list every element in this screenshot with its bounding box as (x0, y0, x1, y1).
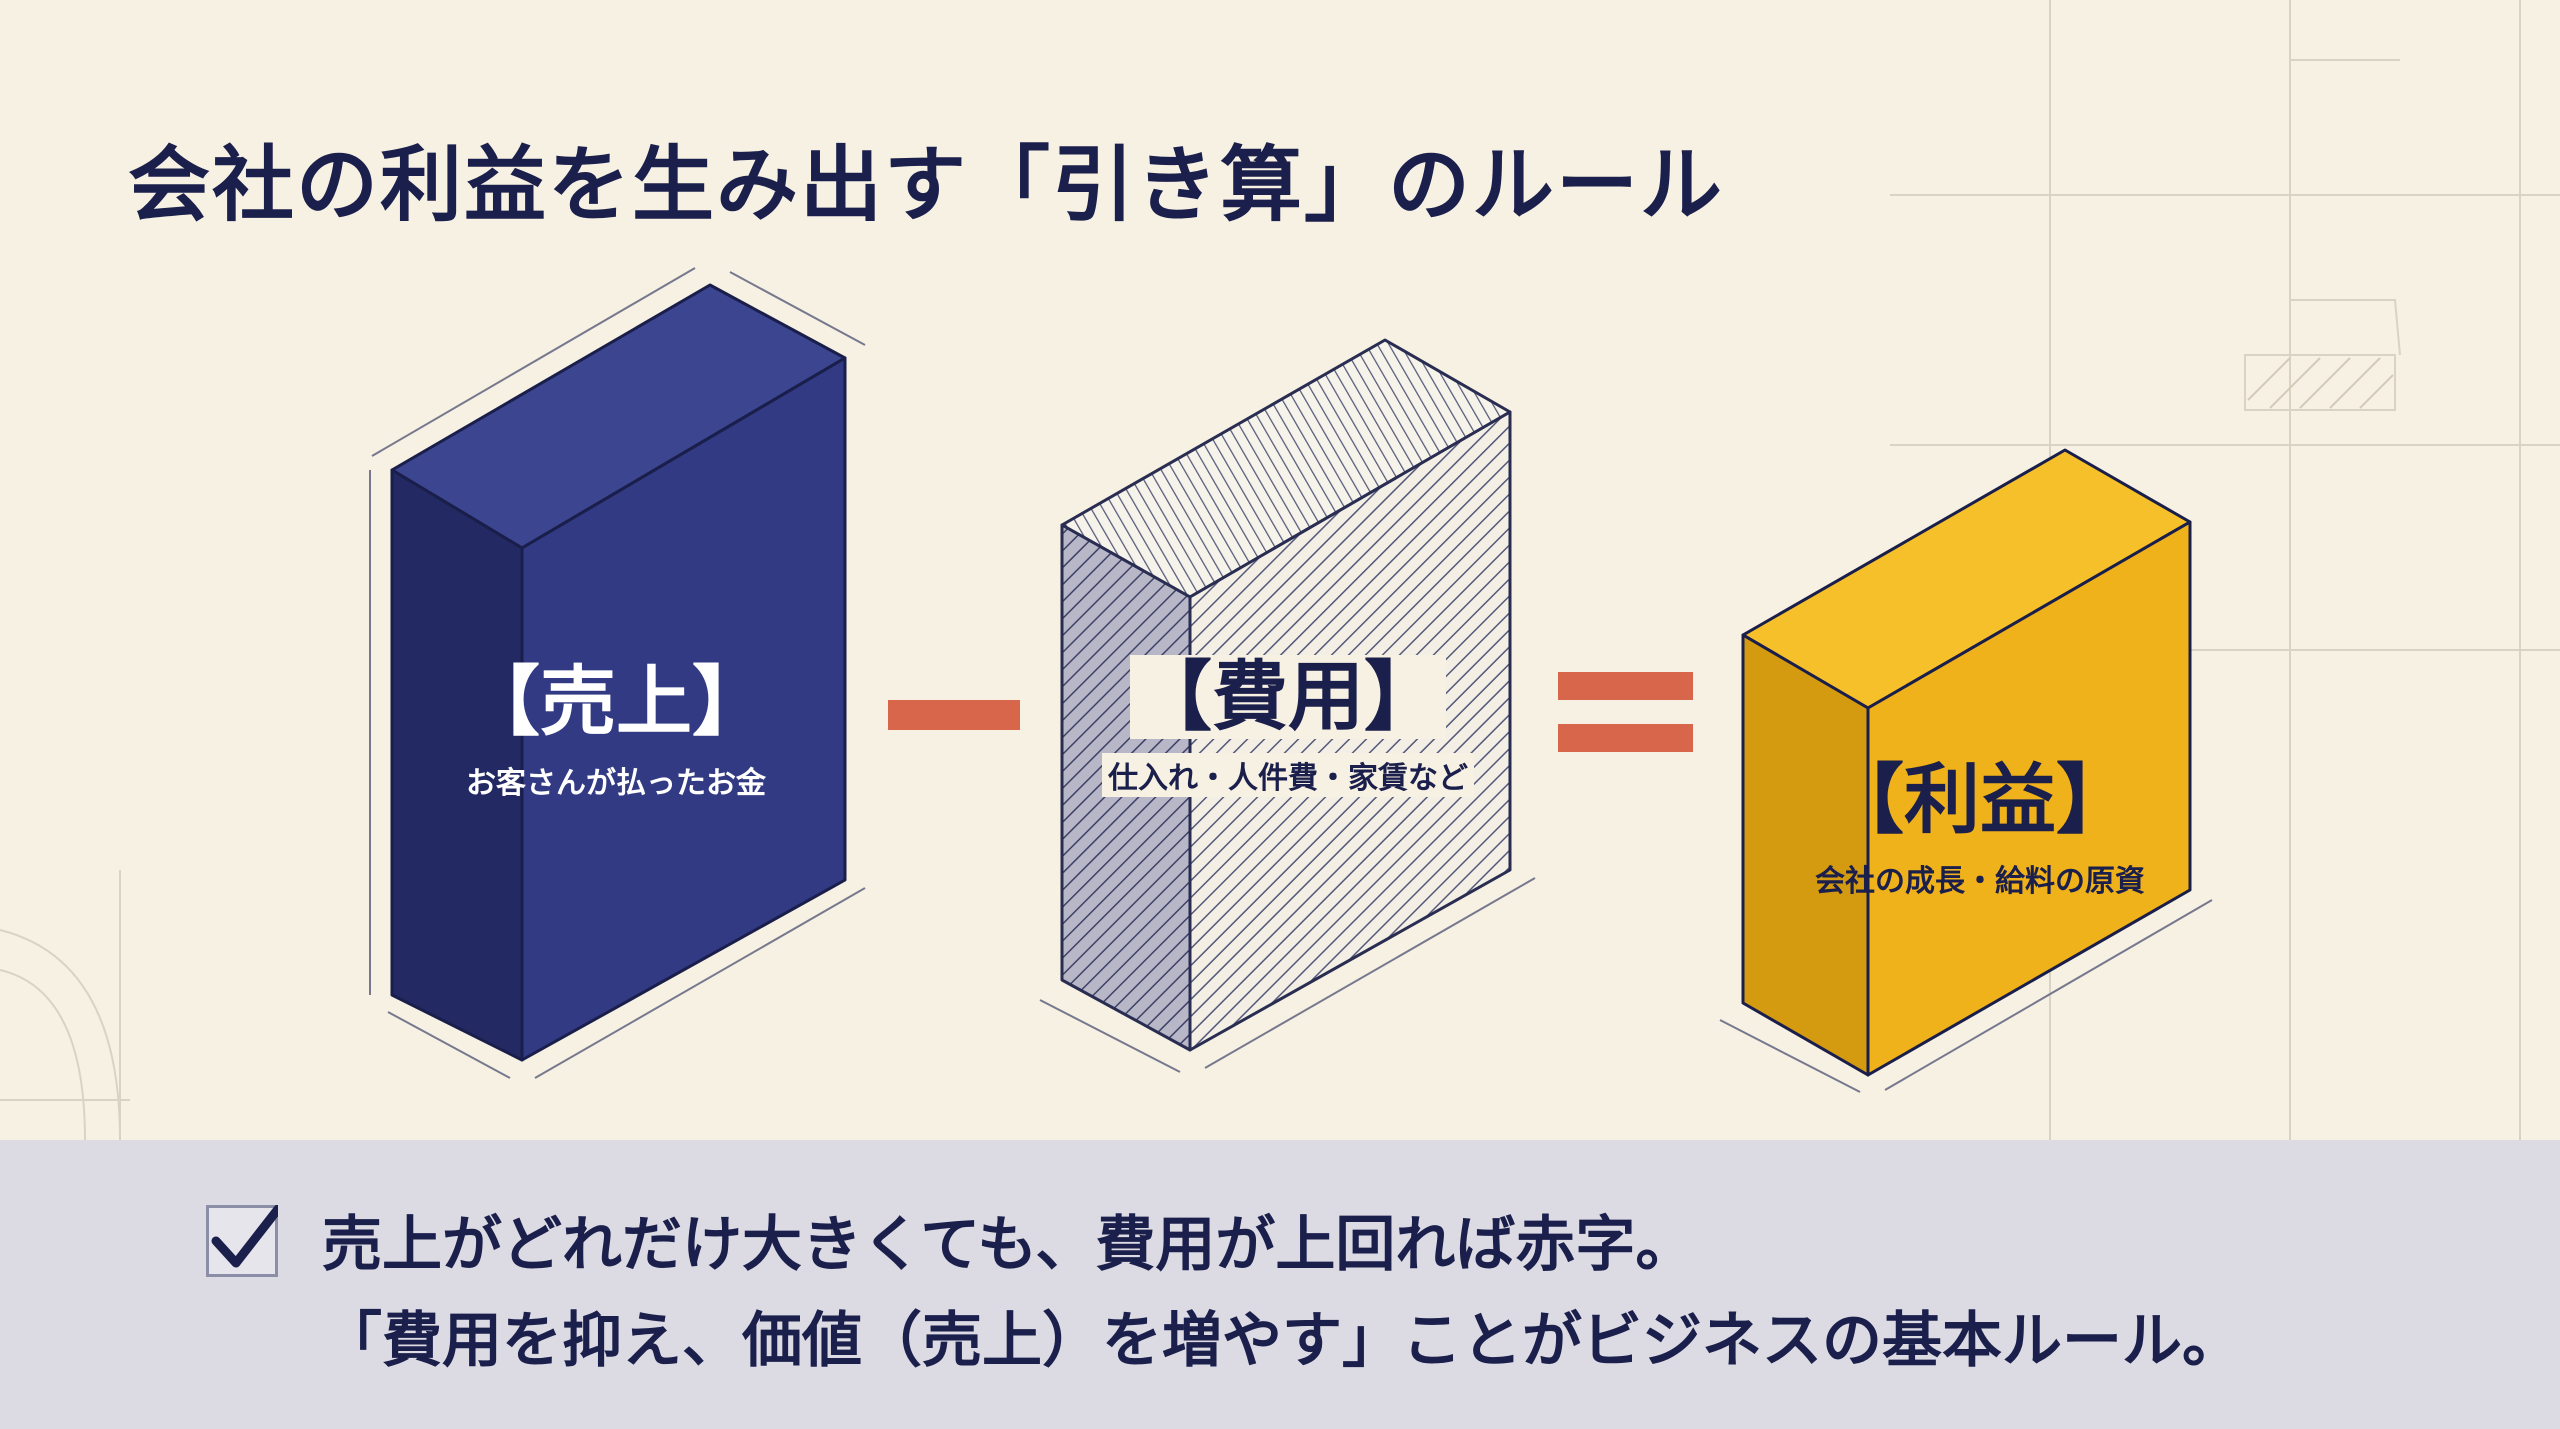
blocks-diagram (369, 267, 2213, 1093)
equals-icon (1558, 672, 1693, 700)
sales-dimension-lines (369, 267, 866, 1079)
costs-label: 【費用】 仕入れ・人件費・家賃など (1102, 655, 1474, 797)
checkbox (206, 1205, 278, 1277)
sales-block-front (520, 356, 847, 1062)
summary-line-2: 「費用を抑え、価値（売上）を増やす」ことがビジネスの基本ルール。 (322, 1306, 2242, 1376)
costs-title: 【費用】 (1130, 655, 1446, 739)
summary-line-1: 売上がどれだけ大きくても、費用が上回れば赤字。 (322, 1210, 1696, 1280)
profit-dimension-lines (1719, 899, 2213, 1093)
profit-block-front (1866, 520, 2192, 1077)
costs-subtitle: 仕入れ・人件費・家賃など (1102, 752, 1474, 797)
profit-subtitle: 会社の成長・給料の原資 (1815, 863, 2145, 899)
sales-subtitle: お客さんが払ったお金 (466, 765, 766, 801)
summary-panel (0, 1140, 2560, 1429)
sales-label: 【売上】 お客さんが払ったお金 (464, 660, 768, 802)
equals-icon-bottom-bar (1558, 724, 1693, 752)
sales-block (390, 283, 847, 1062)
page-title: 会社の利益を生み出す「引き算」のルール (128, 138, 1725, 233)
profit-block (1741, 448, 2192, 1077)
checkbox-check-icon (211, 1205, 278, 1268)
sales-title: 【売上】 (464, 657, 768, 746)
profit-title: 【利益】 (1828, 755, 2132, 844)
minus-icon (888, 700, 1020, 730)
costs-dimension-lines (1039, 877, 1536, 1073)
profit-label: 【利益】 会社の成長・給料の原資 (1815, 758, 2145, 900)
